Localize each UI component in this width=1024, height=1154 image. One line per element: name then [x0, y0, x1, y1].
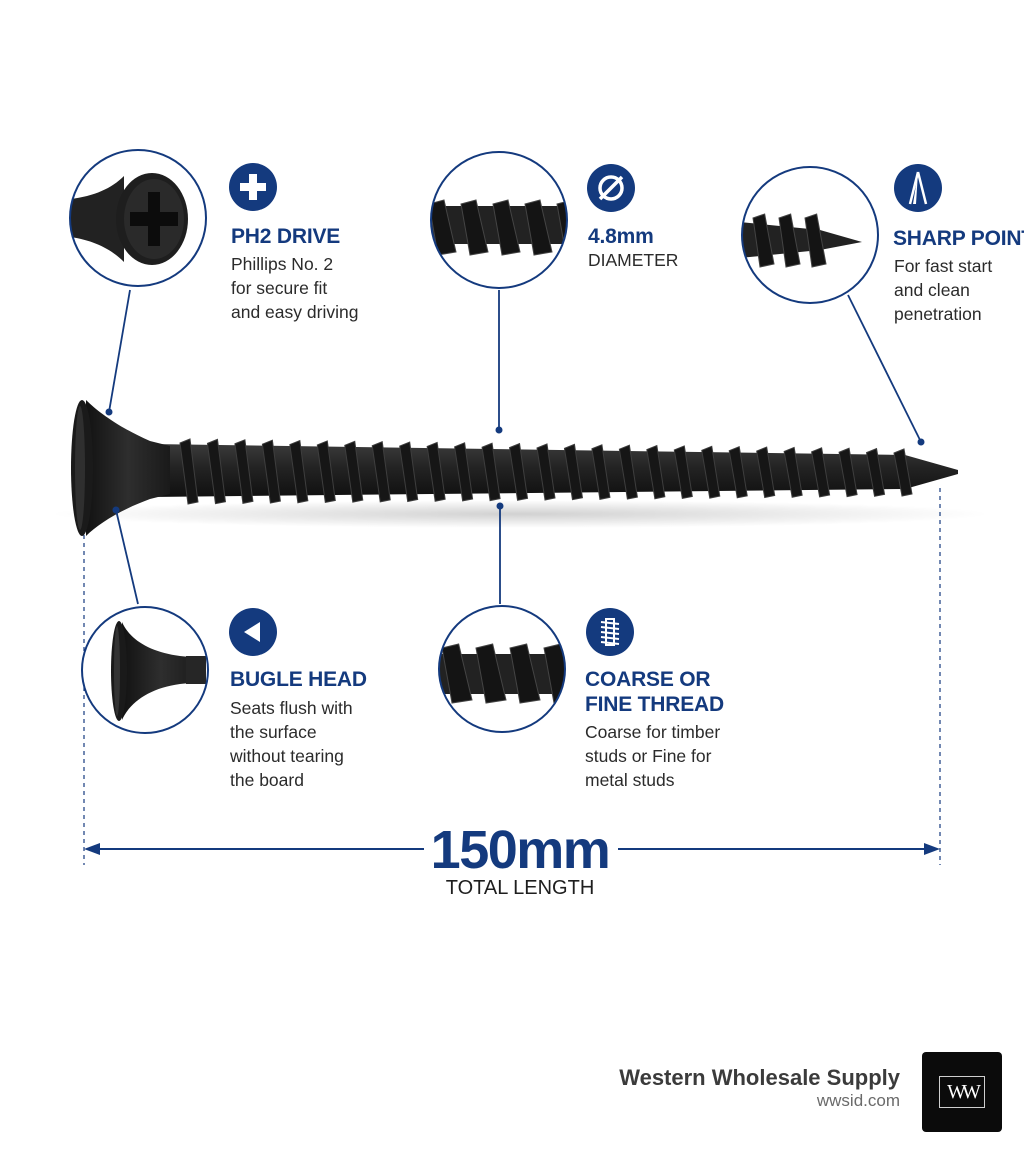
thread-ridge [261, 439, 281, 504]
thread-ridge [460, 199, 489, 256]
feature-drive-desc-3: and easy driving [231, 302, 359, 322]
thread-ridge [344, 440, 364, 503]
thread-ridge [509, 643, 541, 704]
sharp-point-icon [894, 164, 942, 212]
feature-head-desc-2: the surface [230, 722, 317, 742]
feature-thread-title-2: FINE THREAD [585, 693, 724, 716]
plus-icon [229, 163, 277, 211]
feature-thread-desc-3: metal studs [585, 770, 675, 790]
thread-ridge [536, 443, 556, 501]
thread-ridge [454, 442, 474, 502]
thread-ridge [752, 213, 775, 268]
thread-ridge [399, 441, 419, 503]
feature-point-title: SHARP POINT [893, 227, 1024, 250]
thread-ridge [441, 643, 473, 704]
feature-thread-title-1: COARSE OR [585, 668, 711, 691]
thread-ridge [426, 441, 446, 502]
thread-ridge [508, 442, 529, 501]
thread-ridge [543, 643, 565, 704]
thread-ridge [524, 199, 553, 256]
thread-ridge [289, 439, 309, 504]
thread-ridge [591, 444, 611, 500]
thread-ridge [646, 444, 666, 500]
feature-head-title: BUGLE HEAD [230, 668, 367, 691]
feature-drive-desc-1: Phillips No. 2 [231, 254, 334, 274]
brand-url: wwsid.com [816, 1091, 900, 1110]
thread-ridge [804, 213, 827, 268]
thread-ridge [783, 446, 803, 498]
thread-ridge [475, 643, 507, 704]
thread-ridge [179, 438, 199, 505]
total-length-label: TOTAL LENGTH [445, 877, 595, 899]
magnifier-drive [69, 149, 207, 287]
thread-ridge [893, 448, 913, 497]
thread-icon [586, 608, 634, 656]
feature-head-desc-1: Seats flush with [230, 698, 353, 718]
feature-point-desc-1: For fast start [894, 256, 993, 276]
total-length-value: 150mm [430, 820, 611, 880]
magnifier-diameter [430, 151, 568, 289]
thread-ridge [701, 445, 721, 499]
thread-ridge [838, 447, 858, 498]
leader-lines [105, 289, 925, 605]
thread-ridge [865, 447, 886, 497]
feature-diameter-desc-1: DIAMETER [588, 250, 679, 270]
brand-logo: WW [922, 1052, 1002, 1132]
feature-drive-desc-2: for secure fit [231, 278, 328, 298]
triangle-left-icon [229, 608, 277, 656]
main-screw [71, 400, 958, 536]
thread-ridge [316, 440, 336, 504]
dimension-line [84, 843, 940, 855]
thread-ridge [431, 199, 457, 256]
brand-name: Western Wholesale Supply [619, 1065, 900, 1090]
screw-shadow [50, 500, 990, 528]
thread-ridge [563, 443, 584, 501]
thread-ridge [371, 440, 391, 503]
feature-diameter-title: 4.8mm [588, 225, 654, 248]
feature-head-desc-3: without tearing [230, 746, 344, 766]
thread-ridge [778, 213, 801, 268]
brand-logo-mark: WW [939, 1076, 985, 1108]
thread-ridge [206, 438, 227, 505]
feature-drive-title: PH2 DRIVE [231, 225, 341, 248]
magnifier-point [741, 166, 879, 304]
thread-ridge [728, 445, 748, 499]
thread-ridge [673, 445, 693, 500]
thread-ridge [234, 439, 254, 504]
magnifier-thread [438, 605, 566, 733]
thread-ridge [481, 442, 501, 502]
thread-ridge [756, 446, 776, 499]
thread-ridge [618, 444, 638, 500]
feature-thread-desc-2: studs or Fine for [585, 746, 712, 766]
magnifier-head [81, 606, 209, 734]
diameter-icon [587, 164, 635, 212]
feature-point-desc-3: penetration [894, 304, 982, 324]
feature-point-desc-2: and clean [894, 280, 970, 300]
thread-ridge [492, 199, 521, 256]
feature-head-desc-4: the board [230, 770, 304, 790]
feature-thread-desc-1: Coarse for timber [585, 722, 721, 742]
thread-ridge [811, 447, 831, 498]
